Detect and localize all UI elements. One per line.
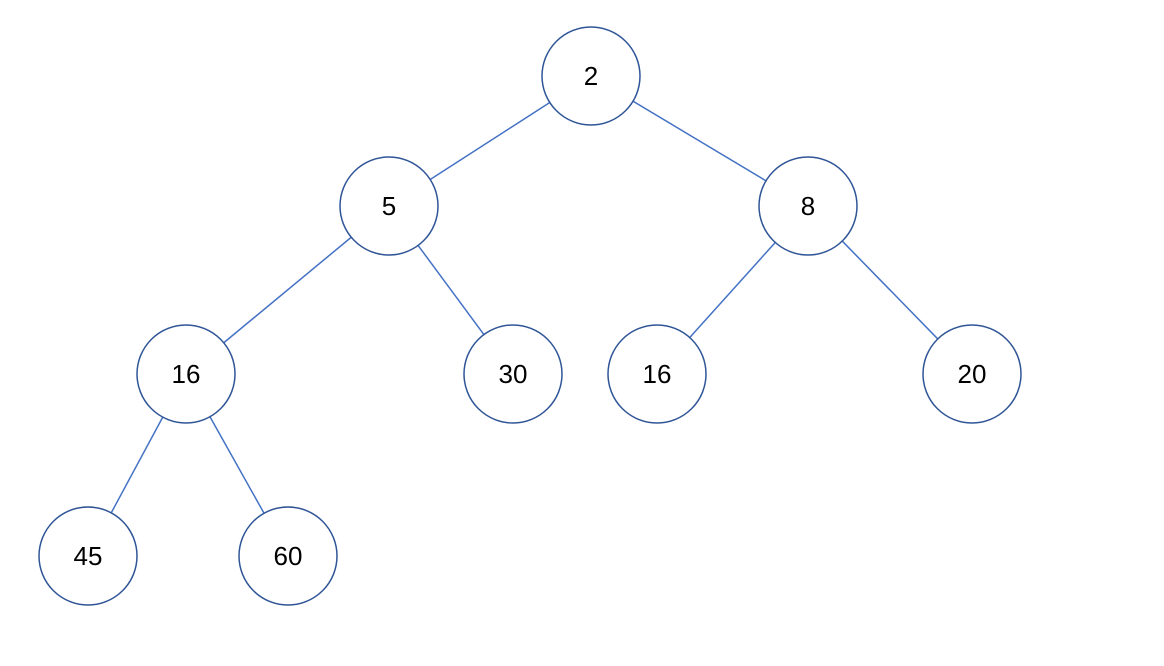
edge-n8-n16b: [689, 241, 776, 339]
edge-n16a-n60: [209, 416, 265, 514]
tree-node-n30: 30: [463, 324, 563, 424]
node-circle: [238, 506, 338, 606]
tree-nodes: 2 5 8 16 30 16 20 45 60: [38, 26, 1022, 606]
node-label: 45: [74, 541, 103, 571]
tree-node-n45: 45: [38, 506, 138, 606]
tree-node-n16a: 16: [136, 324, 236, 424]
edge-n16a-n45: [110, 416, 164, 514]
node-label: 30: [499, 359, 528, 389]
node-circle: [339, 156, 439, 256]
node-circle: [758, 156, 858, 256]
tree-node-n60: 60: [238, 506, 338, 606]
tree-node-n5: 5: [339, 156, 439, 256]
node-label: 16: [643, 359, 672, 389]
node-circle: [136, 324, 236, 424]
edge-n5-n16a: [223, 236, 352, 344]
edge-n8-n20: [841, 240, 939, 340]
edge-root-n8: [632, 100, 767, 182]
node-label: 5: [382, 191, 396, 221]
node-label: 20: [958, 359, 987, 389]
node-label: 60: [274, 541, 303, 571]
edge-root-n5: [429, 101, 551, 181]
node-circle: [541, 26, 641, 126]
tree-node-n16b: 16: [607, 324, 707, 424]
node-label: 2: [584, 61, 598, 91]
node-circle: [922, 324, 1022, 424]
tree-node-n8: 8: [758, 156, 858, 256]
node-circle: [607, 324, 707, 424]
node-label: 16: [172, 359, 201, 389]
edge-n5-n30: [417, 244, 485, 336]
node-circle: [463, 324, 563, 424]
node-circle: [38, 506, 138, 606]
tree-node-root: 2: [541, 26, 641, 126]
tree-edges: [110, 100, 939, 514]
tree-node-n20: 20: [922, 324, 1022, 424]
node-label: 8: [801, 191, 815, 221]
